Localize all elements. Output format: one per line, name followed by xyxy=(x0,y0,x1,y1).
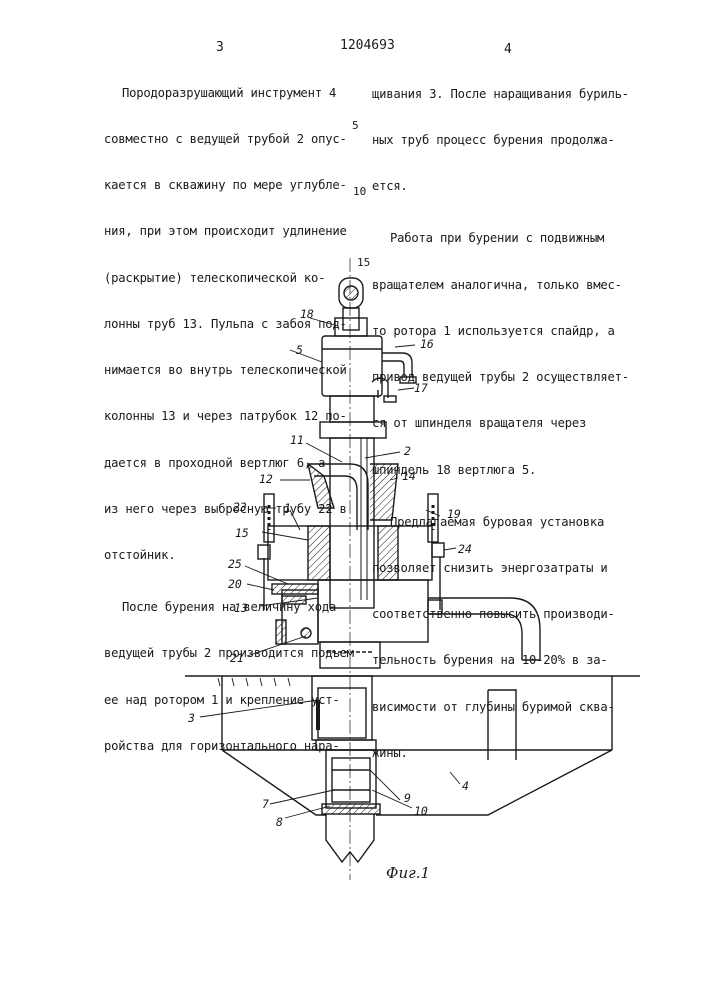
label-21: 21 xyxy=(230,651,244,665)
label-5: 5 xyxy=(296,343,303,357)
swivel-body xyxy=(322,336,382,396)
label-9: 9 xyxy=(404,791,411,805)
label-11: 11 xyxy=(290,433,304,447)
label-15: 15 xyxy=(235,526,249,540)
label-17: 17 xyxy=(414,381,428,395)
swivel-spindle xyxy=(335,318,367,336)
label-8-left: 8 xyxy=(276,815,283,829)
discharge-pipe xyxy=(428,598,540,660)
label-25: 25 xyxy=(228,557,242,571)
cone-14 xyxy=(370,464,398,520)
hose-pipe xyxy=(372,378,388,398)
label-18: 18 xyxy=(300,307,314,321)
drill-tool xyxy=(326,750,376,808)
label-10: 10 xyxy=(414,804,428,818)
label-13: 13 xyxy=(234,601,248,615)
label-24: 24 xyxy=(458,542,472,556)
figure-caption: Фиг.1 xyxy=(386,864,430,882)
kelly-pipe xyxy=(330,396,374,422)
label-23: 23 xyxy=(233,500,247,514)
telescopic-column xyxy=(318,580,428,642)
label-20: 20 xyxy=(228,577,242,591)
extension-device xyxy=(312,676,372,740)
label-14: 14 xyxy=(402,469,416,483)
label-16: 16 xyxy=(420,337,434,351)
label-12: 12 xyxy=(259,472,273,486)
label-1: 1 xyxy=(284,501,291,515)
label-7: 7 xyxy=(262,797,269,811)
label-3: 3 xyxy=(187,711,195,725)
label-19: 19 xyxy=(447,507,461,521)
label-4: 4 xyxy=(462,779,469,793)
outlet-pipe xyxy=(382,353,412,377)
label-2: 2 xyxy=(404,444,411,458)
